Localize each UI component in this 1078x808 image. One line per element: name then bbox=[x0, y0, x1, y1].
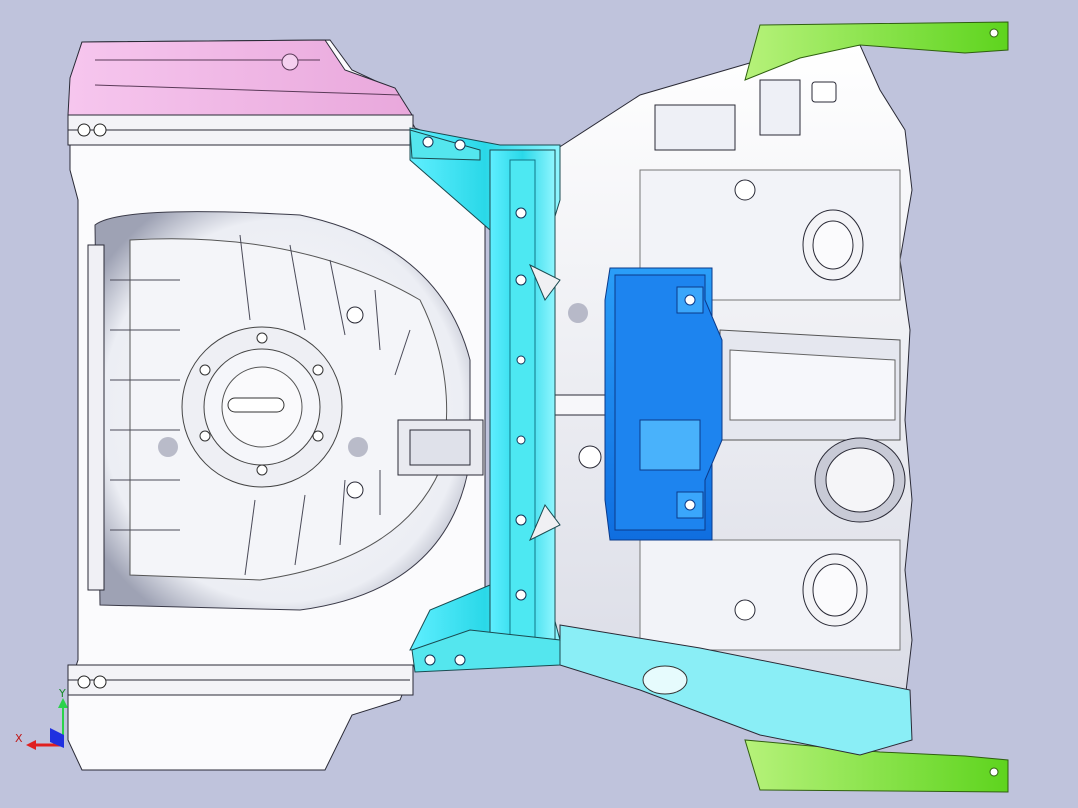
x-axis-label: X bbox=[15, 732, 23, 745]
crossmember[interactable] bbox=[409, 127, 561, 673]
y-axis-arrowhead bbox=[58, 698, 68, 708]
side-rail-front[interactable] bbox=[744, 21, 1009, 793]
y-axis-label: Y bbox=[58, 687, 66, 700]
x-axis-arrowhead bbox=[26, 740, 36, 750]
left-rear-wheelhouse[interactable] bbox=[67, 39, 413, 116]
axis-triad: Y X bbox=[15, 687, 68, 750]
front-side-member[interactable] bbox=[559, 624, 913, 756]
z-axis-marker bbox=[50, 728, 64, 748]
rear-floor-panel[interactable] bbox=[67, 39, 486, 771]
seat-bracket[interactable] bbox=[604, 267, 723, 541]
